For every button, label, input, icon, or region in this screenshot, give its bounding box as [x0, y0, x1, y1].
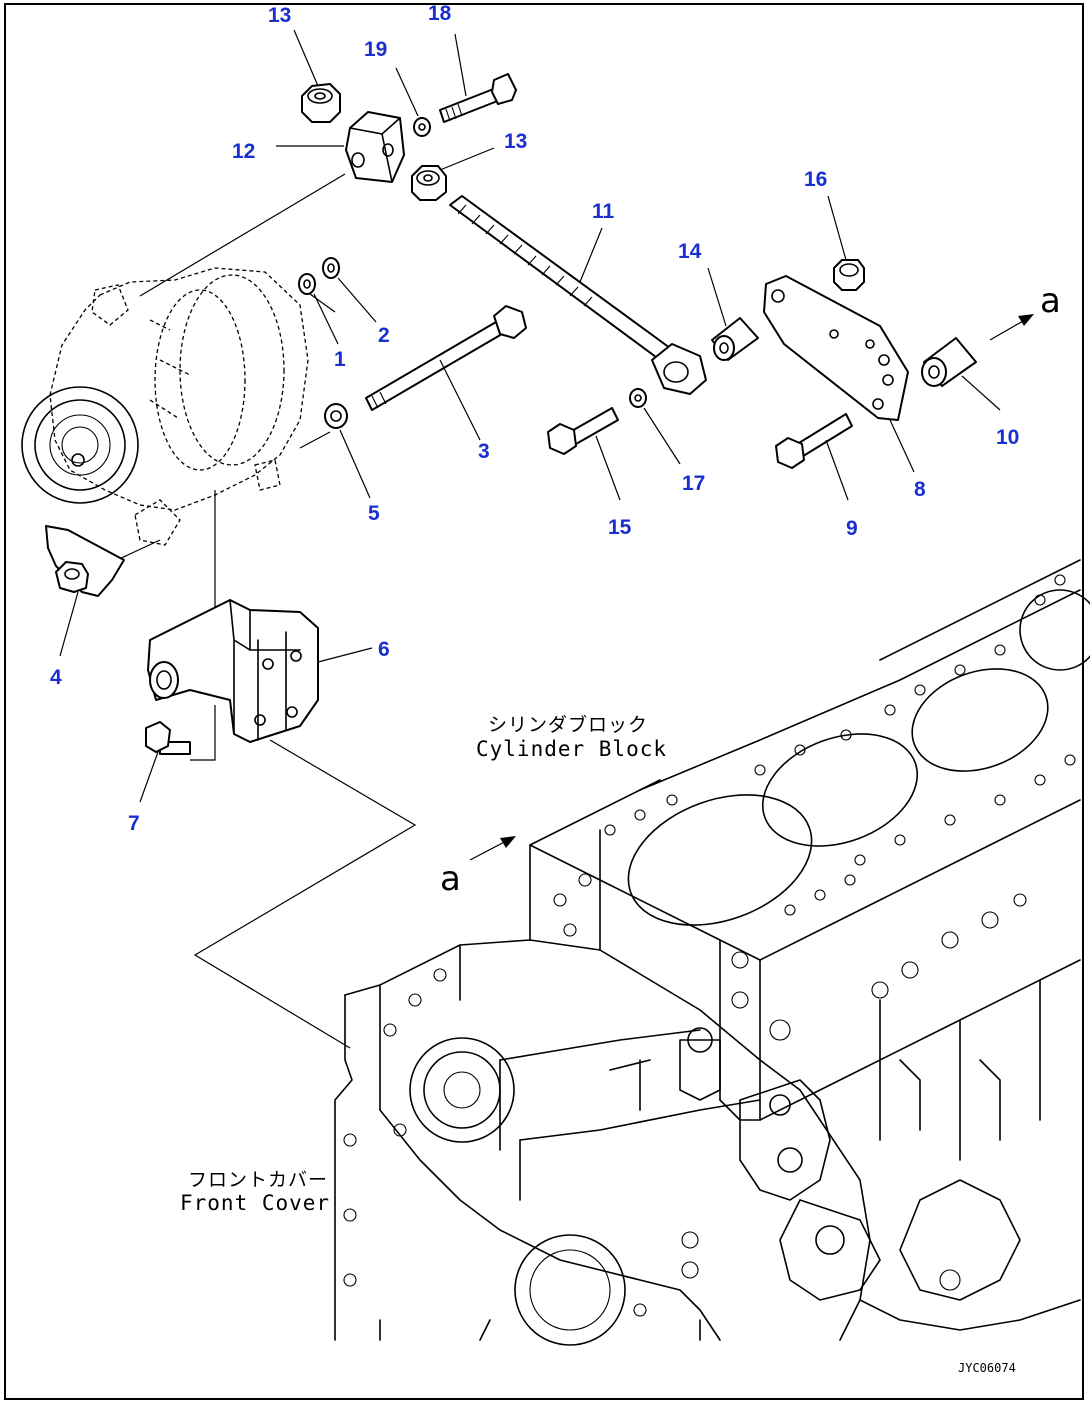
part-19-washer	[413, 117, 431, 137]
callout-16: 16	[804, 168, 827, 191]
callout-13b: 13	[504, 130, 527, 153]
part-7-bolt	[145, 721, 191, 755]
part-2-washer	[322, 257, 340, 279]
callout-17: 17	[682, 472, 705, 495]
part-14-spacer	[711, 317, 759, 361]
part-17-washer	[629, 388, 647, 408]
callout-14: 14	[678, 240, 702, 263]
part-9-bolt	[775, 413, 853, 469]
callout-9: 9	[846, 517, 858, 540]
part-6-bracket	[147, 599, 319, 743]
cylinder-block-label-en: Cylinder Block	[476, 737, 667, 761]
part-12-block	[345, 111, 405, 183]
callout-15: 15	[608, 516, 632, 539]
callout-7: 7	[128, 812, 140, 835]
part-4-cover	[45, 525, 125, 597]
svg-text:a: a	[440, 859, 461, 899]
callout-8: 8	[914, 478, 926, 501]
callout-4: 4	[50, 666, 62, 689]
part-11-threaded-rod	[449, 195, 707, 395]
callout-5: 5	[368, 502, 380, 525]
callout-12: 12	[232, 140, 255, 163]
cylinder-block-label-jp: シリンダブロック	[488, 713, 648, 736]
part-13-nut	[301, 83, 341, 123]
callout-10: 10	[996, 426, 1019, 449]
svg-text:a: a	[1040, 281, 1061, 321]
callout-11: 11	[592, 200, 615, 223]
alternator	[21, 267, 309, 546]
part-16-nut	[833, 259, 865, 291]
callout-numbers: 13 18 19 12 13 11 16 14 1 2 3 5 15 17 9 …	[50, 2, 1019, 835]
callout-1: 1	[334, 348, 346, 371]
leader-lines	[59, 29, 1001, 803]
part-13b-nut	[411, 165, 447, 201]
part-5-washer	[324, 403, 348, 429]
part-18-bolt	[439, 73, 517, 123]
drawing-code: JYC06074	[958, 1361, 1016, 1375]
arrow-a-bottom: a	[440, 836, 516, 899]
part-3-long-bolt	[365, 305, 527, 411]
cylinder-block	[529, 559, 1090, 1161]
front-cover-label-en: Front Cover	[180, 1191, 330, 1215]
diagram-frame	[4, 3, 1084, 1400]
callout-3: 3	[478, 440, 490, 463]
front-cover	[334, 939, 1081, 1346]
part-1-washer	[298, 273, 316, 295]
callout-2: 2	[378, 324, 390, 347]
part-10-spacer	[921, 337, 977, 387]
callout-18: 18	[428, 2, 452, 25]
part-15-bolt	[547, 407, 619, 455]
callout-6: 6	[378, 638, 390, 661]
callout-19: 19	[364, 38, 387, 61]
arrow-a-top: a	[989, 281, 1061, 341]
callout-13: 13	[268, 4, 291, 27]
part-8-plate	[763, 275, 909, 421]
front-cover-label-jp: フロントカバー	[188, 1169, 328, 1191]
